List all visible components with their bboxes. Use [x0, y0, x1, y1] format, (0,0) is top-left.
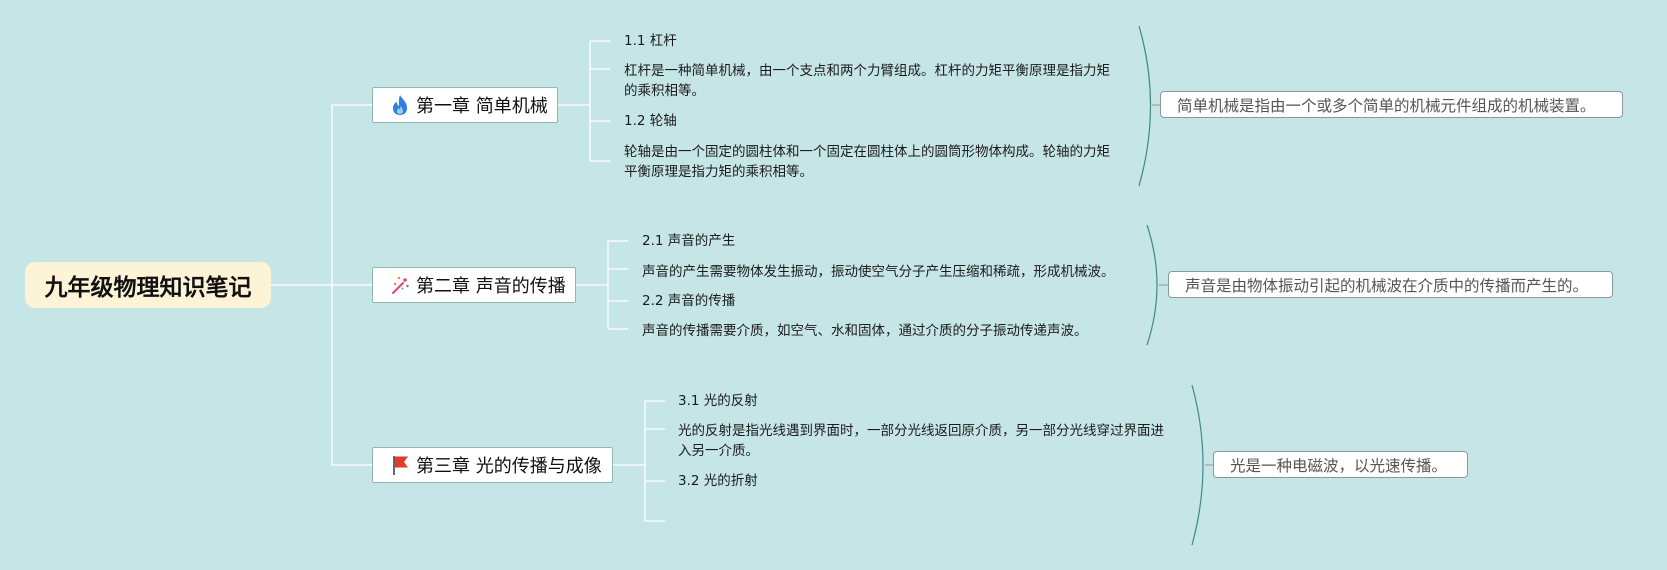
- root-topic[interactable]: 九年级物理知识笔记: [25, 262, 271, 308]
- leaf-heading[interactable]: 3.1 光的反射: [678, 393, 758, 409]
- chapter-topic-light-imaging[interactable]: 第三章 光的传播与成像: [372, 447, 613, 483]
- summary-box[interactable]: 简单机械是指由一个或多个简单的机械元件组成的机械装置。: [1160, 91, 1623, 118]
- leaf-heading[interactable]: 3.2 光的折射: [678, 473, 758, 489]
- summary-box[interactable]: 光是一种电磁波，以光速传播。: [1213, 451, 1468, 478]
- sparkle-icon: [390, 274, 410, 296]
- chapter-topic-simple-machines[interactable]: 第一章 简单机械: [372, 87, 558, 123]
- chapter-title: 第一章 简单机械: [416, 96, 548, 117]
- chapter-title: 第三章 光的传播与成像: [416, 456, 602, 477]
- leaf-description[interactable]: 光的反射是指光线遇到界面时，一部分光线返回原介质，另一部分光线穿过界面进入另一介…: [678, 423, 1164, 459]
- leaf-description[interactable]: 声音的产生需要物体发生振动，振动使空气分子产生压缩和稀疏，形成机械波。: [642, 264, 1115, 280]
- leaf-heading[interactable]: 1.1 杠杆: [624, 33, 677, 49]
- leaf-description[interactable]: 声音的传播需要介质，如空气、水和固体，通过介质的分子振动传递声波。: [642, 323, 1088, 339]
- leaf-heading[interactable]: 1.2 轮轴: [624, 113, 677, 129]
- chapter-topic-sound-propagation[interactable]: 第二章 声音的传播: [372, 267, 576, 303]
- chapter-title: 第二章 声音的传播: [416, 276, 566, 297]
- leaf-heading[interactable]: 2.2 声音的传播: [642, 293, 736, 309]
- leaf-heading[interactable]: 2.1 声音的产生: [642, 233, 736, 249]
- leaf-description[interactable]: 轮轴是由一个固定的圆柱体和一个固定在圆柱体上的圆筒形物体构成。轮轴的力矩平衡原理…: [624, 144, 1110, 180]
- flame-icon: [390, 94, 410, 116]
- leaf-description[interactable]: 杠杆是一种简单机械，由一个支点和两个力臂组成。杠杆的力矩平衡原理是指力矩的乘积相…: [624, 63, 1110, 99]
- summary-box[interactable]: 声音是由物体振动引起的机械波在介质中的传播而产生的。: [1168, 271, 1613, 298]
- flag-icon: [390, 454, 410, 476]
